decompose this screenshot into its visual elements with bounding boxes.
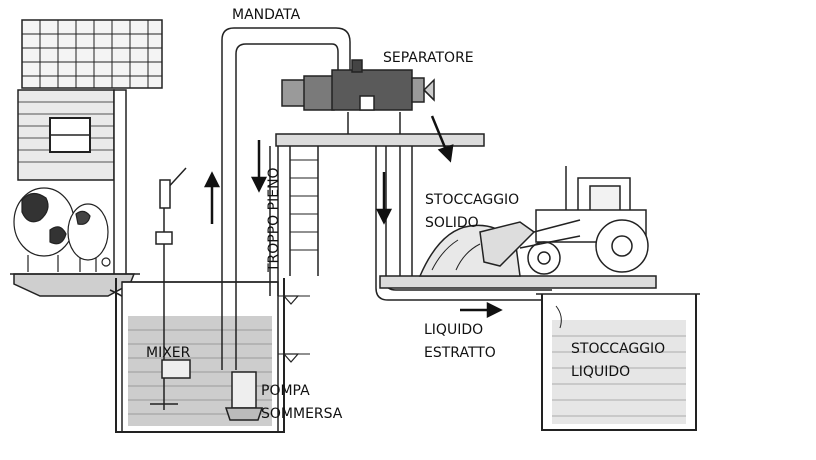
tractor <box>479 166 649 275</box>
label-mixer: MIXER <box>146 345 191 361</box>
label-liquido-estratto-line2: ESTRATTO <box>424 345 496 361</box>
cows <box>13 187 111 272</box>
separator-machine <box>281 59 435 111</box>
label-liquido-estratto-line1: LIQUIDO <box>424 322 484 338</box>
submersible-pump <box>224 371 264 421</box>
delivery-pipe <box>221 27 351 370</box>
floor-slab <box>10 273 140 305</box>
label-pompa-line1: POMPA <box>261 383 310 399</box>
label-mandata: MANDATA <box>232 7 301 23</box>
label-separatore: SEPARATORE <box>383 50 474 66</box>
barn <box>17 19 163 281</box>
flow-arrows <box>203 115 503 319</box>
separator-platform <box>275 112 485 276</box>
label-stoccaggio-liquido-line2: LIQUIDO <box>571 364 631 380</box>
label-stoccaggio-liquido-line1: STOCCAGGIO <box>571 341 666 357</box>
label-pompa-line2: SOMMERSA <box>261 406 343 422</box>
label-stoccaggio-solido-line1: STOCCAGGIO <box>425 192 520 208</box>
mixer-device <box>150 167 191 410</box>
liquid-storage <box>536 293 700 431</box>
overflow-pipe <box>269 146 279 296</box>
label-troppo-pieno: TROPPO PIENO <box>266 167 282 272</box>
label-stoccaggio-solido-line2: SOLIDO <box>425 215 479 231</box>
